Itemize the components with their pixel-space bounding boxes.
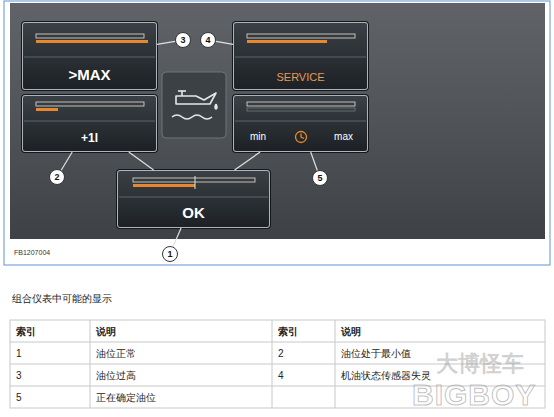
display-panel: SERVICE: [233, 22, 368, 90]
oil-level-bar: [36, 34, 355, 189]
oil-can-icon: [172, 91, 217, 119]
watermark: BIGBOY: [412, 378, 536, 411]
callout-circle: 5: [312, 170, 328, 186]
table-cell: 5: [16, 392, 22, 403]
callout-number: 3: [180, 36, 185, 45]
display-panel: +1l: [22, 95, 157, 152]
leader-line: [173, 228, 181, 247]
callout-number: 4: [205, 36, 210, 45]
leader-line: [129, 152, 154, 170]
table-header: 说明: [96, 326, 116, 337]
display-panel: OK: [117, 170, 270, 228]
leader-line: [235, 152, 261, 170]
table-cell: 油位过高: [96, 370, 136, 381]
table-cell: 2: [278, 348, 284, 359]
callout-circle: 4: [200, 32, 216, 48]
leader-line: [157, 41, 175, 44]
figure-code: FB1207004: [14, 249, 50, 257]
table-header: 说明: [341, 326, 361, 337]
callout-circle: 1: [162, 246, 178, 262]
table-header: 索引: [16, 326, 36, 337]
callout-number: 1: [167, 250, 172, 259]
cluster-panel: [10, 3, 545, 239]
clock-icon: [296, 132, 307, 143]
figure-frame: [4, 1, 550, 265]
table-cell: 4: [278, 370, 284, 381]
table-cell: 机油状态传感器失灵: [341, 370, 431, 381]
table-cell: 正在确定油位: [96, 392, 156, 403]
table-grid: [10, 320, 545, 408]
figure-caption: 组合仪表中可能的显示: [12, 293, 112, 304]
icon-panel: [162, 72, 226, 138]
display-text: SERVICE: [276, 71, 324, 83]
leader-line: [311, 152, 318, 171]
display-text: min: [250, 131, 266, 142]
display-text: >MAX: [68, 66, 110, 83]
display-text: +1l: [81, 131, 98, 145]
leader-line: [61, 152, 72, 170]
display-text: max: [334, 131, 353, 142]
cluster-shade: [10, 3, 545, 239]
callout-number: 2: [54, 173, 59, 182]
callout-circle: 3: [175, 32, 191, 48]
table-cell: 1: [16, 348, 22, 359]
display-text: OK: [182, 204, 205, 221]
leader-line: [216, 41, 233, 44]
callout-circle: 2: [49, 169, 65, 185]
display-panel: min max: [233, 95, 368, 152]
table-cell: 油位正常: [96, 348, 136, 359]
display-panel: >MAX: [22, 22, 157, 90]
table-cell: 油位处于最小值: [341, 348, 411, 359]
table-header: 索引: [278, 326, 298, 337]
watermark: 大博怪车: [436, 352, 524, 376]
table-cell: 3: [16, 370, 22, 381]
display-dividers: [24, 57, 366, 197]
callout-number: 5: [317, 174, 322, 183]
